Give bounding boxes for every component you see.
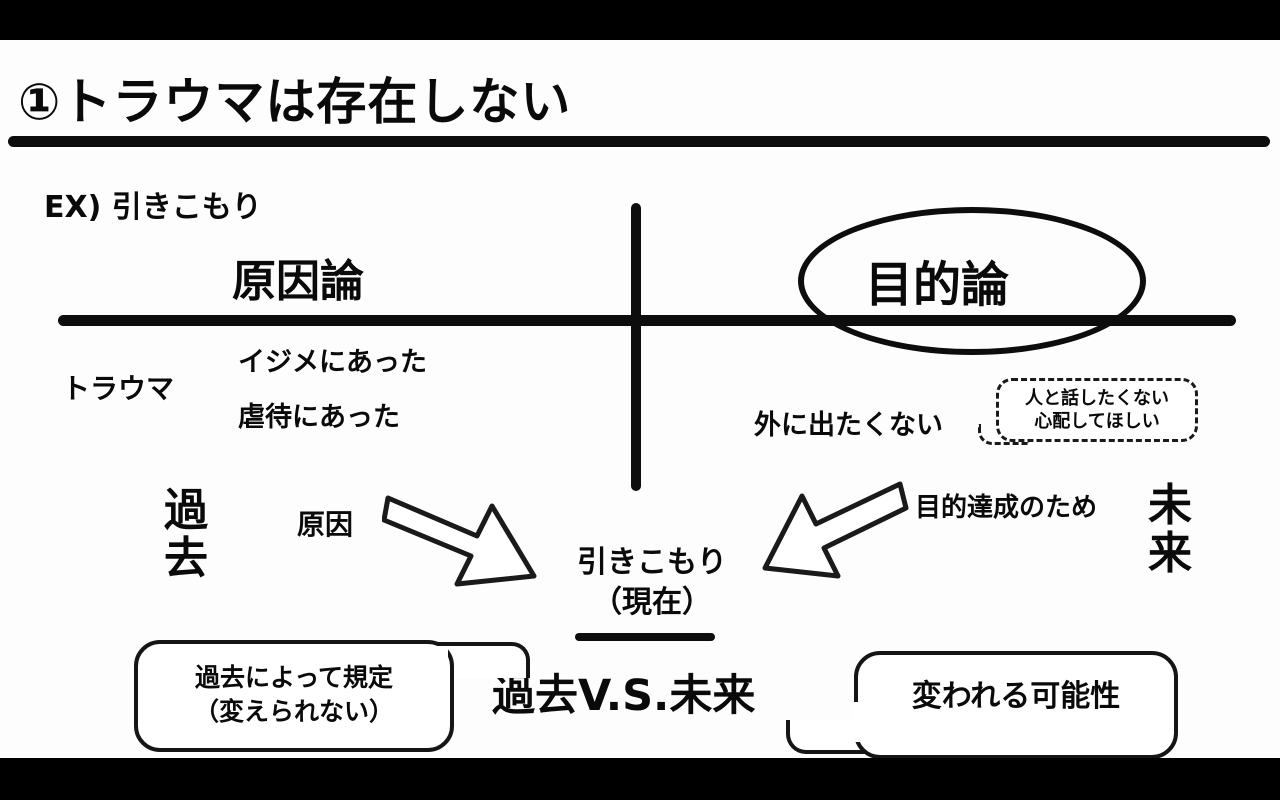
right-bubble-tail-join <box>852 702 870 742</box>
letterbox-top <box>0 0 1280 40</box>
circle-highlight-ellipse <box>798 207 1146 355</box>
dashed-callout-tail <box>978 424 1029 445</box>
comparison-label: 過去V.S.未来 <box>492 671 756 721</box>
purpose-arrow-label: 目的達成のため <box>915 493 1098 523</box>
left-bubble-tail-join <box>432 646 448 686</box>
dashed-callout: 人と話したくない 心配してほしい <box>996 378 1198 442</box>
cause-arrow-icon <box>382 484 542 602</box>
cause-item: イジメにあった <box>238 347 427 378</box>
title-underline <box>8 136 1270 147</box>
current-state-underline <box>575 633 715 641</box>
left-theory-heading: 原因論 <box>232 256 364 307</box>
current-state-label: 引きこもり （現在） <box>577 545 727 620</box>
cause-item: 虐待にあった <box>238 402 400 433</box>
future-time-label: 未 来 <box>1148 480 1192 579</box>
right-bubble-text: 変われる可能性 <box>911 679 1121 714</box>
purpose-arrow-icon <box>760 470 910 590</box>
cause-arrow-label: 原因 <box>297 508 354 541</box>
purpose-item: 外に出たくない <box>754 410 943 441</box>
past-time-label: 過 去 <box>164 485 208 584</box>
right-theory-heading: 目的論 <box>865 257 1010 313</box>
example-label: EX) 引きこもり <box>44 190 262 225</box>
horizontal-axis-line <box>58 315 1236 326</box>
left-speech-bubble: 過去によって規定 （変えられない） <box>134 640 454 752</box>
left-bubble-text: 過去によって規定 （変えられない） <box>193 663 394 726</box>
right-speech-bubble: 変われる可能性 <box>854 651 1178 758</box>
trauma-axis-label: トラウマ <box>62 372 175 405</box>
whiteboard-canvas: ①トラウマは存在しない EX) 引きこもり 原因論 目的論 トラウマ イジメにあ… <box>0 40 1280 758</box>
dashed-callout-text: 人と話したくない 心配してほしい <box>1025 388 1169 432</box>
vertical-divider-line <box>631 203 641 491</box>
letterbox-bottom <box>0 758 1280 800</box>
page-title: ①トラウマは存在しない <box>18 73 572 131</box>
